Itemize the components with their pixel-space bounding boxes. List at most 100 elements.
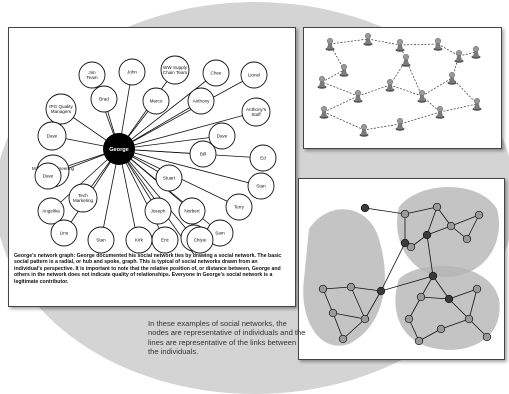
network-node — [414, 336, 424, 346]
person-label: Brad — [99, 97, 109, 102]
person-label: Lionel — [248, 73, 260, 78]
person-label: John — [127, 70, 137, 75]
person-label: Marco — [150, 99, 163, 104]
pawn-link — [357, 84, 391, 97]
network-link — [380, 275, 434, 292]
person-node — [34, 162, 62, 190]
person-node — [37, 121, 67, 151]
tie-line — [118, 135, 223, 150]
network-link — [322, 288, 334, 314]
network-link — [408, 296, 422, 320]
network-link — [342, 318, 366, 340]
network-node — [462, 234, 472, 244]
network-link — [332, 312, 344, 340]
network-node — [422, 230, 432, 240]
network-link — [468, 288, 478, 320]
network-node — [464, 314, 474, 324]
cluster-network-graph — [303, 187, 500, 350]
person-label: Tech — [78, 193, 88, 198]
person-node — [160, 55, 190, 85]
pawn-link — [367, 38, 401, 46]
pawn-node — [395, 117, 405, 131]
person-label: Managers — [51, 109, 72, 114]
network-node — [474, 210, 484, 220]
person-node — [90, 85, 118, 113]
person-node — [208, 122, 236, 150]
person-node — [189, 140, 217, 168]
pawn-network-panel — [303, 27, 502, 149]
pawn-link — [405, 59, 423, 97]
pawn-link — [329, 38, 369, 45]
network-node — [444, 294, 454, 304]
pawn-node — [317, 76, 327, 89]
network-link — [448, 288, 478, 300]
person-label: Jim — [88, 70, 95, 75]
network-node — [436, 324, 446, 334]
pawn-link — [399, 111, 441, 125]
network-node — [482, 332, 492, 342]
network-node — [400, 238, 410, 248]
pawn-node — [339, 64, 349, 77]
network-link — [420, 296, 450, 300]
pawn-node — [435, 105, 445, 119]
network-node — [416, 292, 426, 302]
person-label: Joseph — [151, 209, 166, 214]
network-link — [350, 286, 366, 320]
person-label: Norbert — [184, 209, 200, 214]
pawn-node — [472, 97, 482, 111]
person-node — [87, 226, 115, 254]
pawn-link — [389, 84, 423, 97]
network-link — [332, 312, 366, 320]
person-node — [186, 226, 214, 254]
person-label: Anthony — [193, 99, 211, 104]
person-node — [155, 164, 183, 192]
pawn-node — [447, 72, 457, 85]
tie-line — [118, 74, 255, 150]
tie-line — [118, 148, 166, 241]
network-node — [360, 314, 370, 324]
person-node — [241, 97, 271, 127]
george-hub-label: George — [109, 147, 129, 153]
person-label: Ed — [260, 156, 266, 161]
person-node — [144, 197, 172, 225]
person-label: Terry — [234, 205, 245, 210]
person-label: Stuart — [163, 176, 176, 181]
person-label: Chee — [211, 71, 222, 76]
pawn-node — [353, 90, 363, 103]
network-link — [468, 318, 488, 338]
person-node — [151, 226, 179, 254]
person-node — [202, 59, 230, 87]
network-node — [406, 242, 416, 252]
network-link — [364, 290, 382, 320]
person-label: Dave — [43, 174, 54, 179]
tie-line — [118, 72, 217, 150]
network-link — [350, 286, 382, 292]
network-link — [440, 318, 470, 330]
network-link — [380, 242, 406, 292]
person-label: Stan — [96, 238, 106, 243]
pawn-link — [363, 123, 401, 131]
pawn-node — [319, 105, 329, 119]
network-link — [450, 214, 480, 227]
network-node — [404, 314, 414, 324]
pawn-node — [385, 79, 395, 92]
pawn-node — [401, 54, 411, 67]
pawn-link — [399, 43, 439, 46]
person-label: Dave — [47, 134, 58, 139]
pawn-node — [454, 50, 464, 63]
network-node — [432, 202, 442, 212]
pawn-link — [421, 77, 453, 97]
cluster-region — [303, 209, 385, 346]
pawn-link — [321, 69, 345, 83]
network-link — [322, 286, 352, 290]
network-link — [426, 206, 438, 236]
pawn-node — [395, 38, 405, 52]
network-node — [360, 203, 370, 213]
cluster-network-panel — [298, 178, 505, 360]
pawn-link — [399, 44, 407, 61]
pawn-link — [323, 111, 365, 131]
person-label: IPG Quality — [49, 104, 73, 109]
person-label: Bill — [200, 152, 206, 157]
person-label: Lino — [60, 231, 69, 236]
